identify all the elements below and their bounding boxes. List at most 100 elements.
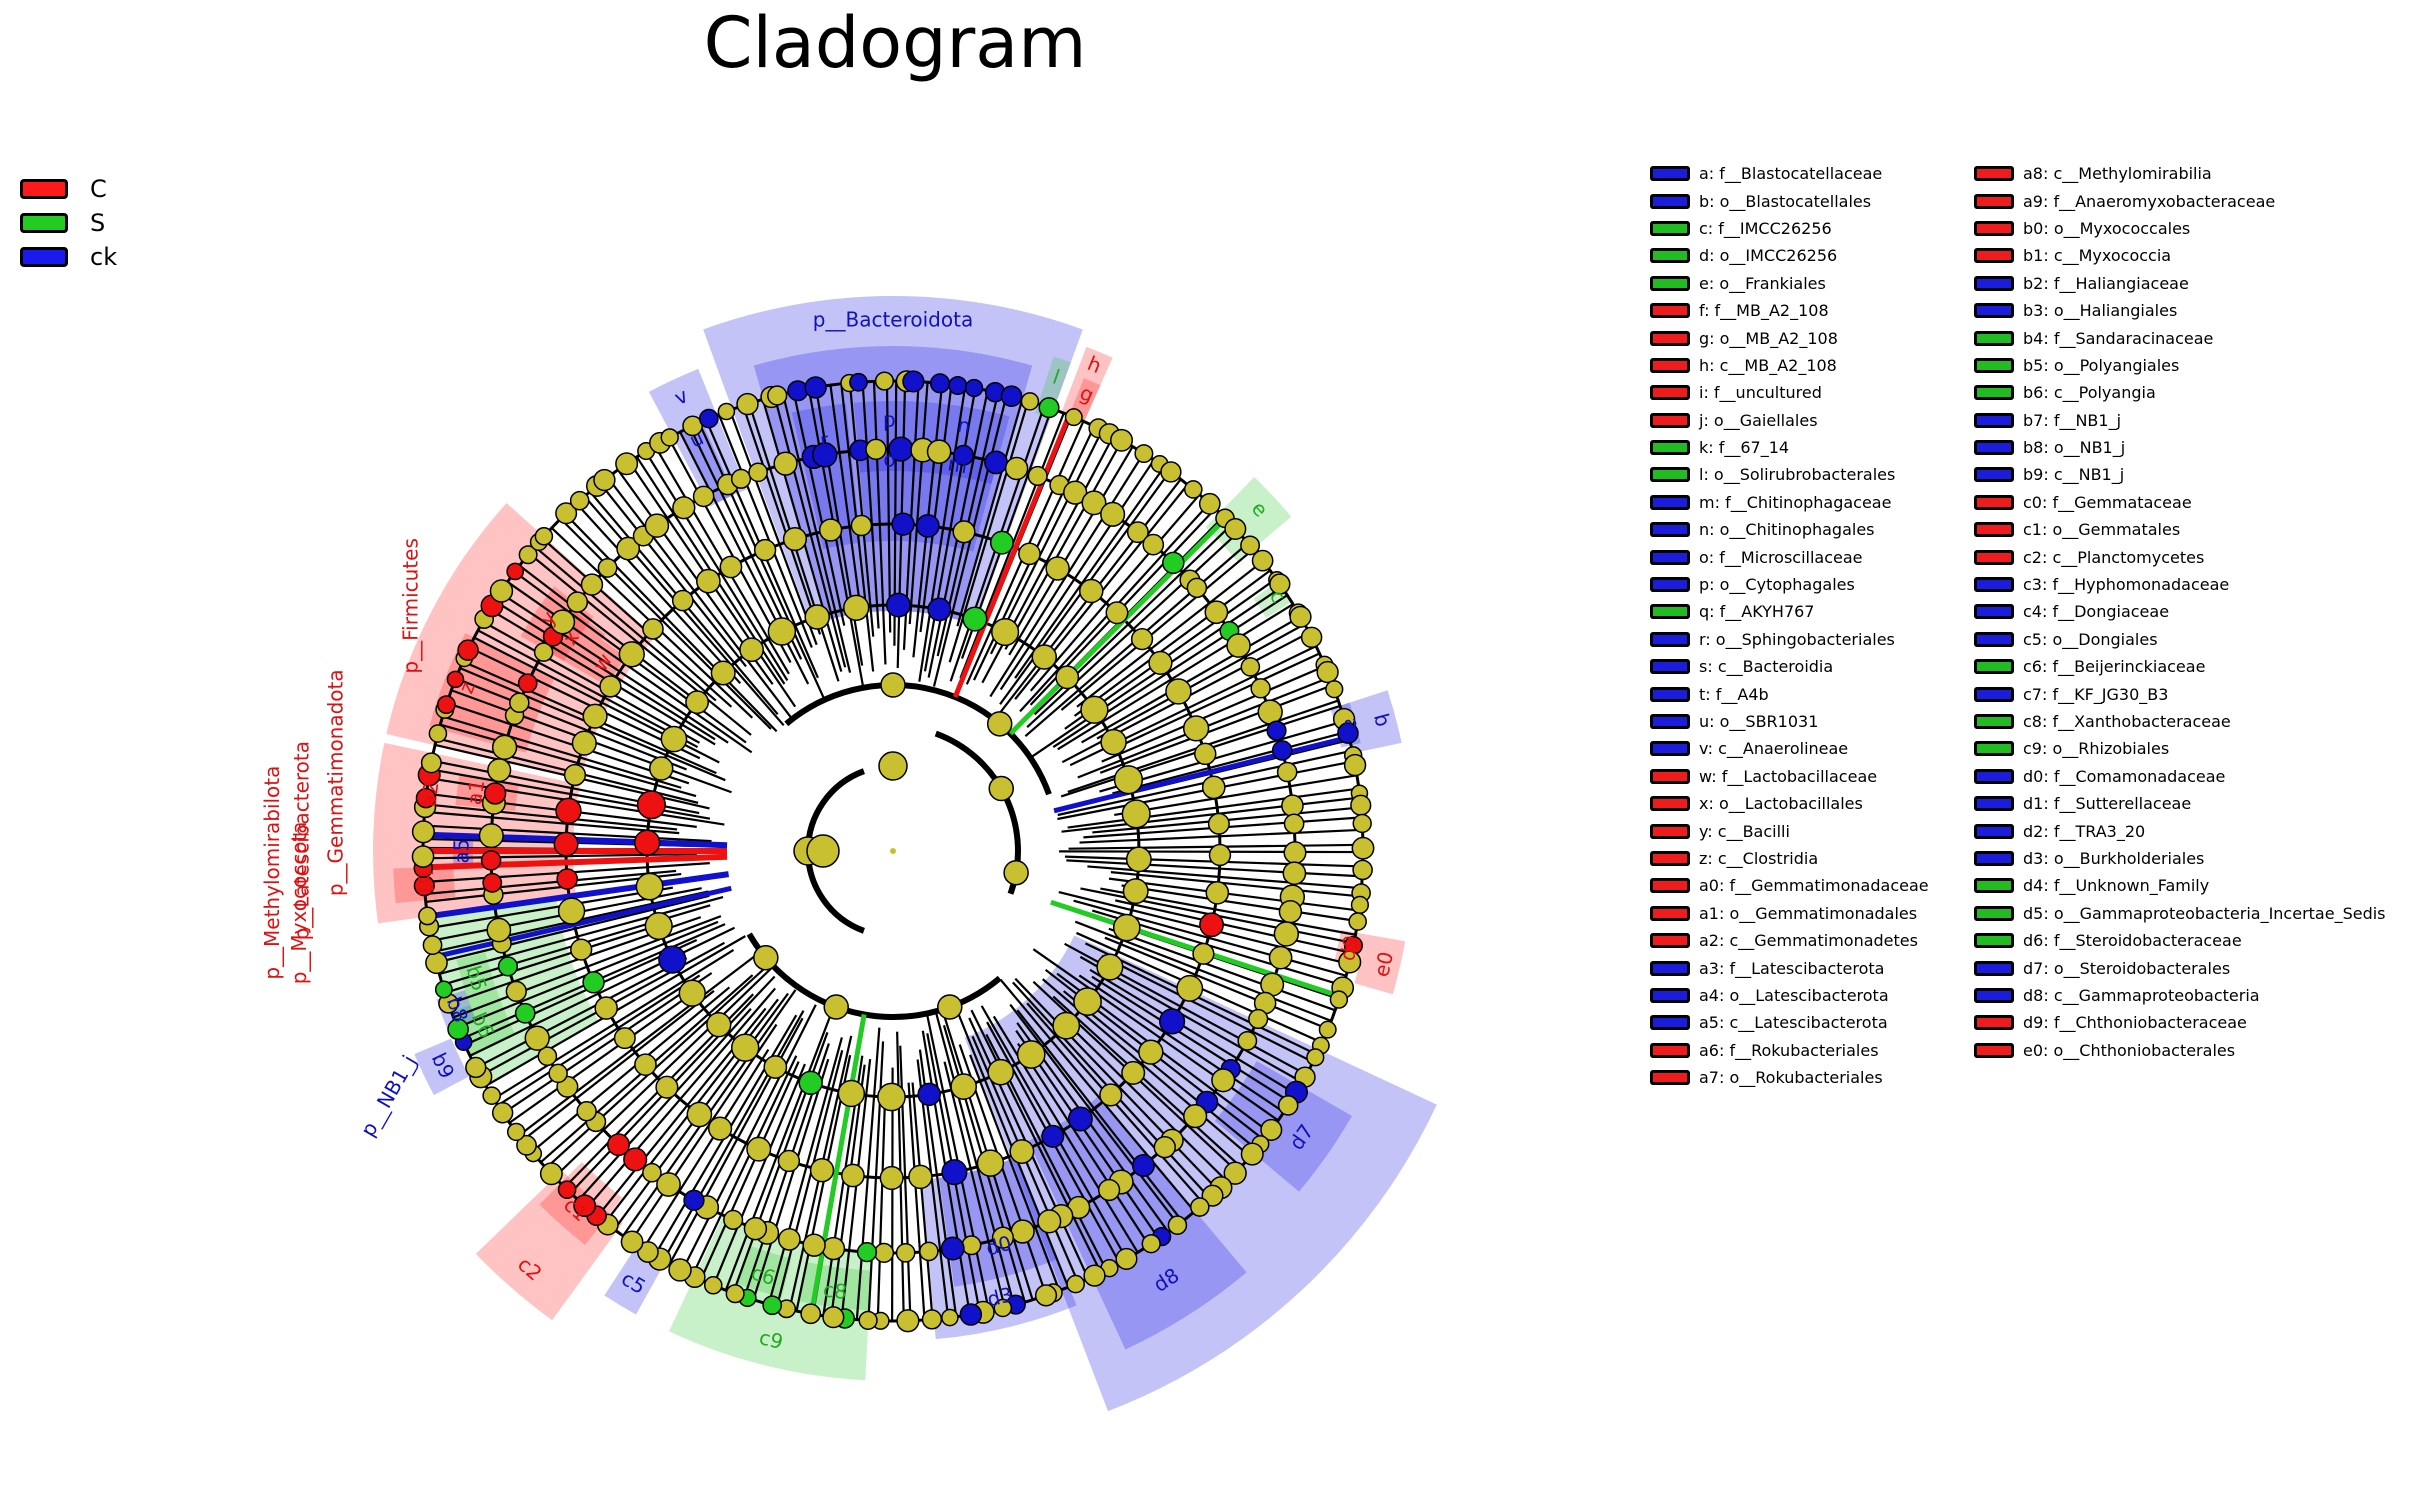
- branch-line: [497, 974, 701, 1107]
- legend-swatch: [1974, 193, 2014, 209]
- clade-node: [941, 1308, 959, 1327]
- clade-node: [800, 1303, 822, 1325]
- clade-node: [1100, 728, 1127, 756]
- clade-node: [1131, 1153, 1155, 1177]
- clade-node: [1260, 1118, 1283, 1141]
- clade-node: [706, 1012, 732, 1038]
- clade-node: [537, 1046, 558, 1067]
- clade-node: [571, 730, 597, 756]
- clade-node: [1348, 912, 1367, 931]
- clade-node: [736, 392, 759, 416]
- branch-line: [577, 1007, 752, 1201]
- branch-line: [1073, 899, 1347, 977]
- clade-node: [613, 1027, 636, 1050]
- clade-node: [660, 428, 679, 447]
- branch-line: [606, 476, 793, 719]
- clade-node: [1250, 678, 1271, 699]
- legend-label: a3: f__Latescibacterota: [1699, 958, 1885, 978]
- branch-line: [518, 564, 708, 710]
- clade-node: [937, 994, 963, 1020]
- legend-item-d7: d7: o__Steroidobacterales: [1974, 954, 2386, 981]
- highlight-branch: [952, 414, 1072, 699]
- legend-item-a: a: f__Blastocatellaceae: [1650, 160, 1929, 187]
- clade-node: [534, 527, 554, 546]
- branch-line: [439, 723, 697, 798]
- group-legend-item-s: S: [20, 206, 117, 240]
- legend-swatch: [1650, 878, 1690, 894]
- legend-item-q: q: f__AKYH767: [1650, 598, 1929, 625]
- legend-item-d4: d4: f__Unknown_Family: [1974, 872, 2386, 899]
- legend-item-b9: b9: c__NB1_j: [1974, 461, 2386, 488]
- branch-line: [1114, 774, 1358, 817]
- clade-node: [418, 906, 437, 926]
- highlight-branch: [423, 853, 728, 871]
- clade-node: [1067, 1106, 1093, 1132]
- legend-label: b1: c__Myxococcia: [2023, 246, 2172, 266]
- legend-item-b5: b5: o__Polyangiales: [1974, 352, 2386, 379]
- branch-line: [493, 949, 735, 1100]
- branch-line: [840, 1058, 872, 1319]
- clade-node: [822, 1306, 845, 1329]
- clade-node: [1041, 1124, 1065, 1148]
- clade-node: [940, 1236, 965, 1261]
- clade-node: [1276, 761, 1298, 783]
- clade-node: [1141, 1234, 1161, 1254]
- legend-swatch: [1974, 768, 2014, 784]
- clade-node: [1205, 880, 1230, 905]
- legend-item-b8: b8: o__NB1_j: [1974, 434, 2386, 461]
- branch-line: [1066, 859, 1363, 878]
- branch-line: [1060, 548, 1255, 711]
- clade-node: [812, 442, 838, 468]
- branch-line: [1101, 954, 1314, 1063]
- legend-item-o: o: f__Microscillaceae: [1650, 543, 1929, 570]
- legend-swatch: [1650, 960, 1690, 976]
- branch-line: [439, 895, 724, 976]
- clade-node: [929, 373, 951, 394]
- clade-node: [880, 672, 906, 698]
- clade-node: [644, 911, 673, 941]
- group-label-s: S: [90, 209, 106, 237]
- legend-item-c0: c0: f__Gemmataceae: [1974, 489, 2386, 516]
- clade-node: [878, 751, 908, 781]
- branch-line: [475, 957, 688, 1069]
- clade-node: [1351, 836, 1375, 860]
- clade-node: [576, 1101, 597, 1122]
- clade-node: [548, 1063, 568, 1084]
- clade-node: [1066, 1274, 1085, 1294]
- clade-node: [1055, 665, 1080, 690]
- branch-line: [999, 978, 1196, 1213]
- clade-node: [480, 850, 502, 871]
- legend-item-c8: c8: f__Xanthobacteraceae: [1974, 708, 2386, 735]
- legend-item-y: y: c__Bacilli: [1650, 817, 1929, 844]
- clade-node: [672, 496, 696, 520]
- phylum-label-latescibacterota: p__Latescibacterota: [290, 741, 314, 940]
- clade-node: [703, 1275, 723, 1295]
- clade-key-label-m: m: [946, 451, 969, 478]
- clade-node: [615, 452, 639, 476]
- legend-swatch: [1650, 248, 1690, 264]
- legend-label: c4: f__Dongiaceae: [2023, 602, 2170, 622]
- clade-node: [563, 763, 587, 787]
- clade-node: [1343, 753, 1367, 777]
- legend-item-c7: c7: f__KF_JG30_B3: [1974, 680, 2386, 707]
- legend-item-j: j: o__Gaiellales: [1650, 407, 1929, 434]
- clade-node: [457, 639, 479, 661]
- clade-node: [636, 790, 666, 820]
- branch-line: [792, 391, 846, 626]
- legend-item-d1: d1: f__Sutterellaceae: [1974, 790, 2386, 817]
- branch-line: [773, 395, 847, 668]
- clade-node: [1153, 1136, 1176, 1159]
- clade-node: [753, 944, 779, 971]
- clade-node: [1080, 695, 1109, 724]
- clade-node: [1337, 722, 1359, 744]
- branch-line: [724, 1015, 832, 1291]
- legend-item-l: l: o__Solirubrobacterales: [1650, 461, 1929, 488]
- clade-node: [1208, 843, 1232, 867]
- legend-item-a2: a2: c__Gemmatimonadetes: [1650, 927, 1929, 954]
- clade-node: [524, 1025, 550, 1051]
- sector-h: [1061, 346, 1113, 422]
- clade-node: [1257, 699, 1283, 725]
- clade-node: [642, 618, 664, 640]
- clade-node: [533, 642, 554, 662]
